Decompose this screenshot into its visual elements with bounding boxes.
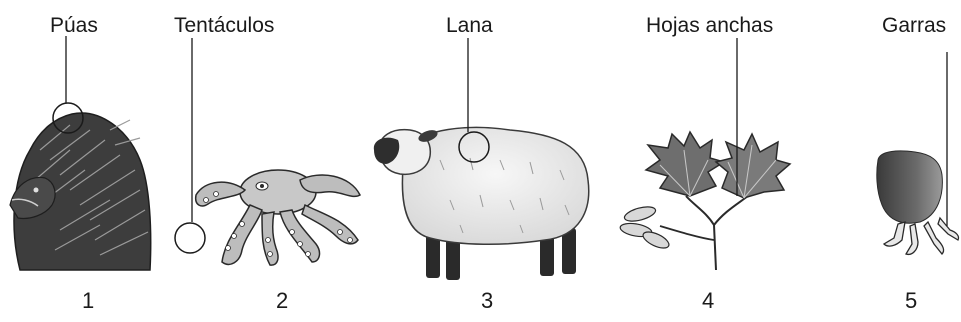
number-5: 5 [905, 288, 918, 313]
label-hojas-anchas: Hojas anchas [646, 14, 774, 37]
label-garras: Garras [882, 14, 947, 37]
number-3: 3 [481, 288, 494, 313]
octopus-icon [174, 38, 361, 266]
bird-claws-icon [876, 52, 960, 256]
number-1: 1 [82, 288, 95, 313]
number-4: 4 [702, 288, 715, 313]
label-lana: Lana [446, 14, 493, 37]
number-2: 2 [276, 288, 289, 313]
sheep-icon [373, 38, 590, 280]
porcupine-icon [9, 36, 152, 271]
label-tentaculos: Tentáculos [174, 14, 275, 37]
maple-leaves-icon [619, 38, 792, 271]
label-puas: Púas [50, 14, 98, 37]
